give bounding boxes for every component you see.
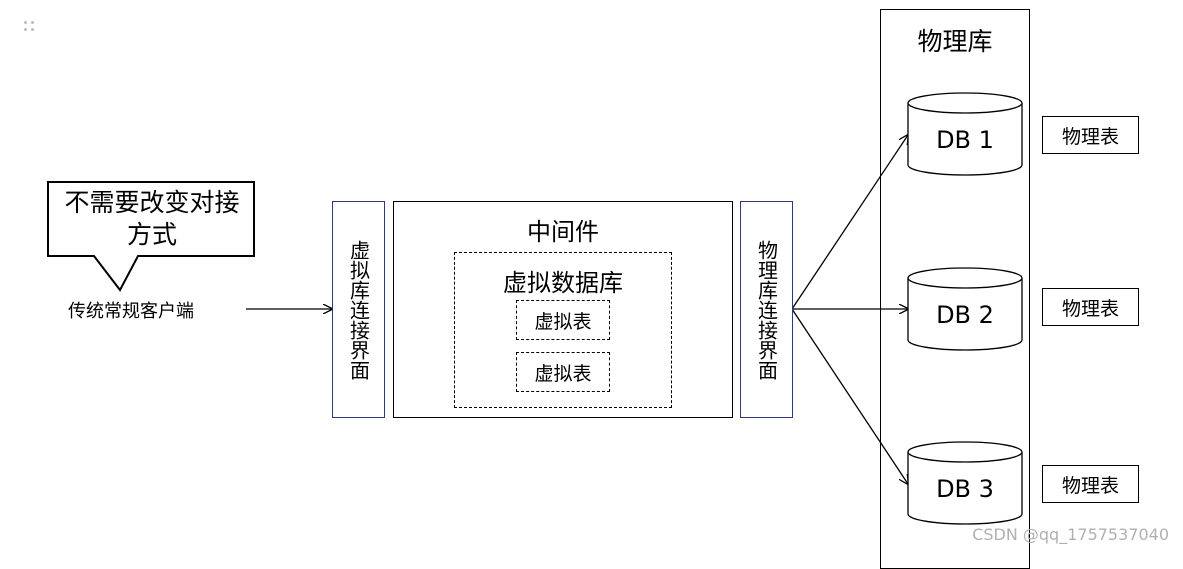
db-label: DB 2 (936, 301, 994, 329)
drag-handle-icon[interactable] (24, 21, 38, 35)
db3-cylinder (907, 441, 1023, 525)
client-label: 传统常规客户端 (68, 301, 194, 322)
physical-table: 物理表 (1042, 116, 1139, 154)
virtual-interface-box: 虚拟库连接界面 (332, 201, 385, 418)
virtual-interface-label: 虚拟库连接界面 (346, 239, 371, 380)
physical-table: 物理表 (1042, 465, 1139, 503)
arrow-to-db3 (791, 308, 908, 484)
diagram-canvas (47, 92, 1023, 525)
db2-cylinder (907, 267, 1023, 351)
callout-text: 不需要改变对接方式 (64, 188, 240, 249)
callout-bubble (47, 181, 255, 292)
physical-db-title: 物理库 (917, 27, 993, 56)
virtual-db-title: 虚拟数据库 (503, 269, 623, 297)
virtual-table: 虚拟表 (516, 300, 610, 340)
arrow-to-db1 (791, 135, 908, 310)
db-label: DB 1 (936, 126, 994, 154)
watermark: CSDN @qq_1757537040 (972, 525, 1169, 544)
physical-interface-box: 物理库连接界面 (740, 201, 793, 418)
db1-cylinder (907, 92, 1023, 176)
db-label: DB 3 (936, 475, 994, 503)
physical-interface-label: 物理库连接界面 (754, 239, 779, 380)
physical-table: 物理表 (1042, 288, 1139, 326)
middleware-title: 中间件 (527, 218, 599, 246)
virtual-table: 虚拟表 (516, 352, 610, 392)
